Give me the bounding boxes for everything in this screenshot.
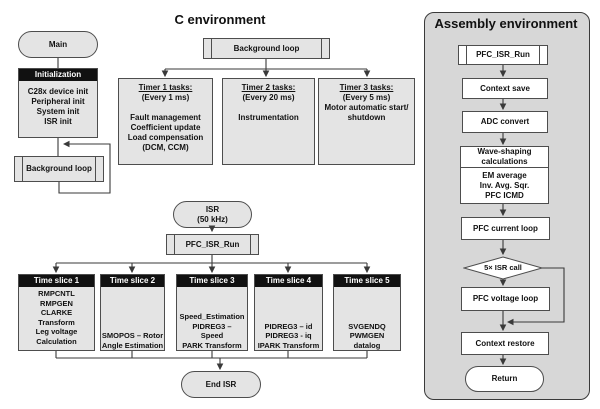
c-environment-title: C environment — [174, 12, 266, 27]
timer1-tasks: Fault management Coefficient update Load… — [127, 113, 204, 152]
pfc-voltage-loop-box: PFC voltage loop — [461, 287, 550, 311]
return-terminal: Return — [465, 366, 544, 392]
main-terminal: Main — [18, 31, 98, 58]
timer2-tasks: Instrumentation — [238, 113, 299, 122]
time-slice-1-items: RMPCNTL RMPGEN CLARKE Transform Leg volt… — [35, 289, 78, 346]
context-save-label: Context save — [480, 83, 530, 93]
isr-call-decision-label: 5× ISR call — [484, 263, 522, 272]
timer2-period: (Every 20 ms) — [242, 93, 295, 102]
adc-convert-label: ADC convert — [480, 117, 530, 126]
timer1-title: Timer 1 tasks: — [138, 83, 193, 92]
timer3-title: Timer 3 tasks: — [339, 83, 394, 92]
time-slice-3-box: Time slice 3 Speed_Estimation PIDREG3 – … — [176, 274, 248, 351]
time-slice-3-items: Speed_Estimation PIDREG3 – Speed PARK Tr… — [179, 312, 245, 350]
time-slice-2-box: Time slice 2 SMOPOS – Rotor Angle Estima… — [100, 274, 165, 351]
timer3-period: (Every 5 ms) — [342, 93, 391, 102]
end-isr-label: End ISR — [205, 379, 237, 389]
initialization-box: Initialization C28x device init Peripher… — [18, 68, 98, 138]
wave-shaping-detail-box: EM average Inv. Avg. Sqr. PFC ICMD — [460, 167, 549, 204]
time-slice-5-box: Time slice 5 SVGENDQ PWMGEN datalog — [333, 274, 401, 351]
pfc-isr-run-subroutine-c: PFC_ISR_Run — [166, 234, 259, 255]
context-restore-box: Context restore — [461, 332, 549, 355]
end-isr-terminal: End ISR — [181, 371, 261, 398]
time-slice-5-items: SVGENDQ PWMGEN datalog — [348, 321, 386, 350]
pfc-isr-run-subroutine-asm: PFC_ISR_Run — [458, 45, 548, 65]
time-slice-2-header: Time slice 2 — [101, 275, 164, 287]
time-slice-1-header: Time slice 1 — [19, 275, 94, 287]
pfc-current-loop-box: PFC current loop — [461, 217, 550, 240]
return-label: Return — [491, 374, 518, 383]
time-slice-4-header: Time slice 4 — [255, 275, 322, 287]
adc-convert-box: ADC convert — [462, 111, 548, 133]
time-slice-5-header: Time slice 5 — [334, 275, 400, 287]
timer2-title: Timer 2 tasks: — [241, 83, 296, 92]
background-loop-left: Background loop — [14, 156, 104, 182]
timer1-period: (Every 1 ms) — [141, 93, 190, 102]
time-slice-2-items: SMOPOS – Rotor Angle Estimation — [101, 331, 164, 350]
assembly-environment-title: Assembly environment — [434, 16, 578, 31]
initialization-header: Initialization — [19, 69, 97, 81]
timer3-tasks: Motor automatic start/ shutdown — [324, 103, 409, 122]
timer3-tasks-box: Timer 3 tasks: (Every 5 ms) Motor automa… — [318, 78, 415, 165]
pfc-current-loop-label: PFC current loop — [473, 223, 538, 233]
time-slice-4-items: PIDREG3 – id PIDREG3 - iq IPARK Transfor… — [257, 321, 320, 350]
isr-terminal: ISR (50 kHz) — [173, 201, 252, 228]
main-label: Main — [48, 39, 68, 49]
time-slice-1-box: Time slice 1 RMPCNTL RMPGEN CLARKE Trans… — [18, 274, 95, 351]
pfc-isr-run-asm-label: PFC_ISR_Run — [476, 50, 530, 59]
pfc-voltage-loop-label: PFC voltage loop — [472, 294, 539, 303]
background-loop-top-label: Background loop — [233, 43, 300, 53]
wave-shaping-box: Wave-shaping calculations — [460, 146, 549, 168]
timer1-tasks-box: Timer 1 tasks: (Every 1 ms) Fault manage… — [118, 78, 213, 165]
background-loop-top: Background loop — [203, 38, 330, 59]
time-slice-3-header: Time slice 3 — [177, 275, 247, 287]
background-loop-left-label: Background loop — [26, 164, 92, 173]
time-slice-4-box: Time slice 4 PIDREG3 – id PIDREG3 - iq I… — [254, 274, 323, 351]
pfc-isr-run-c-label: PFC_ISR_Run — [185, 239, 240, 249]
context-restore-label: Context restore — [475, 338, 535, 348]
context-save-box: Context save — [462, 78, 548, 99]
initialization-items: C28x device init Peripheral init System … — [27, 87, 89, 126]
timer2-tasks-box: Timer 2 tasks: (Every 20 ms) Instrumenta… — [222, 78, 315, 165]
